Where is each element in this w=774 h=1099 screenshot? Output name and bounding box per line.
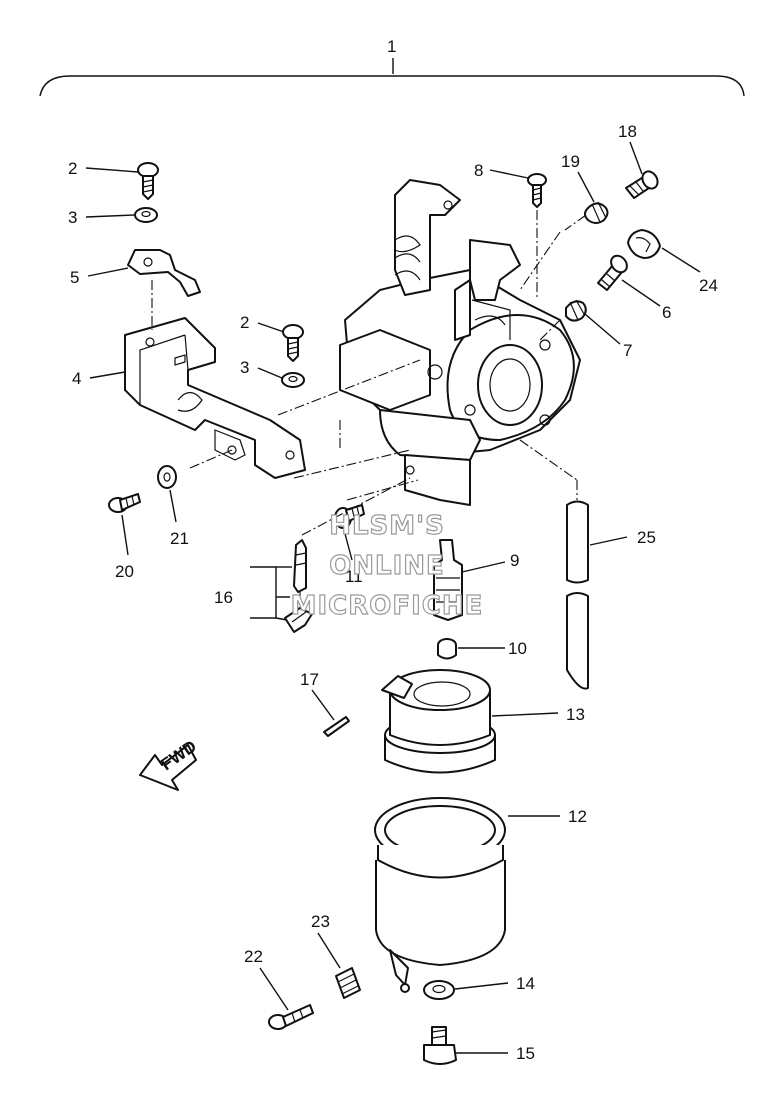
callout-2-lower: 2 <box>240 313 249 332</box>
callout-3-lower: 3 <box>240 358 249 377</box>
washer-21 <box>157 465 177 489</box>
callout-7: 7 <box>623 341 632 360</box>
screw-2-upper <box>137 162 159 200</box>
cable-clamp <box>127 249 201 297</box>
callout-20: 20 <box>115 562 134 581</box>
callout-2-upper: 2 <box>68 159 77 178</box>
callout-3-upper: 3 <box>68 208 77 227</box>
screw-8 <box>527 173 547 208</box>
callout-9: 9 <box>510 551 519 570</box>
washer-14 <box>423 980 455 1000</box>
leader-lines <box>85 141 701 1054</box>
screw-6 <box>597 254 628 291</box>
callout-14: 14 <box>516 974 535 993</box>
callout-5: 5 <box>70 268 79 287</box>
washer-3-upper <box>134 207 158 223</box>
float-13 <box>381 669 496 774</box>
callout-17: 17 <box>300 670 319 689</box>
cap-24 <box>627 229 661 259</box>
callout-6: 6 <box>662 303 671 322</box>
callout-4: 4 <box>72 369 81 388</box>
callout-16: 16 <box>214 588 233 607</box>
callout-18: 18 <box>618 122 637 141</box>
callout-1: 1 <box>387 37 396 56</box>
screw-20 <box>108 493 141 513</box>
screw-18 <box>625 170 659 199</box>
callout-12: 12 <box>568 807 587 826</box>
pin-17 <box>323 716 350 737</box>
callout-15: 15 <box>516 1044 535 1063</box>
callout-19: 19 <box>561 152 580 171</box>
spring-19 <box>584 201 609 224</box>
callout-24: 24 <box>699 276 718 295</box>
jet-10 <box>437 638 457 660</box>
washer-3-lower <box>281 372 305 388</box>
fuel-hose-25 <box>566 500 589 690</box>
callout-25: 25 <box>637 528 656 547</box>
center-lines <box>151 210 587 605</box>
callout-11: 11 <box>345 567 363 586</box>
mount-bracket <box>124 317 306 479</box>
callout-22: 22 <box>244 947 263 966</box>
carburetor-body <box>339 179 581 506</box>
callout-21: 21 <box>170 529 189 548</box>
main-jet-9 <box>433 539 463 621</box>
screw-2-lower <box>282 324 304 362</box>
watermark-line-1: HLSM'S <box>329 511 445 541</box>
callout-13: 13 <box>566 705 585 724</box>
watermark-line-2: ONLINE <box>329 551 445 581</box>
callout-labels: 1 2 3 5 4 2 3 8 19 18 24 6 7 20 21 11 9 … <box>68 37 718 1063</box>
callout-8: 8 <box>474 161 483 180</box>
spring-23 <box>335 967 361 999</box>
needle-16 <box>284 539 313 633</box>
watermark: HLSM'S ONLINE MICROFICHE <box>290 510 484 621</box>
spring-7 <box>565 299 587 322</box>
watermark-line-3: MICROFICHE <box>291 591 484 621</box>
float-bowl-12 <box>374 797 506 993</box>
fwd-arrow-icon: FWD <box>139 737 200 791</box>
callout-10: 10 <box>508 639 527 658</box>
screw-22 <box>268 1004 314 1030</box>
assembly-brace <box>39 58 745 97</box>
bolt-15 <box>423 1026 457 1065</box>
callout-23: 23 <box>311 912 330 931</box>
